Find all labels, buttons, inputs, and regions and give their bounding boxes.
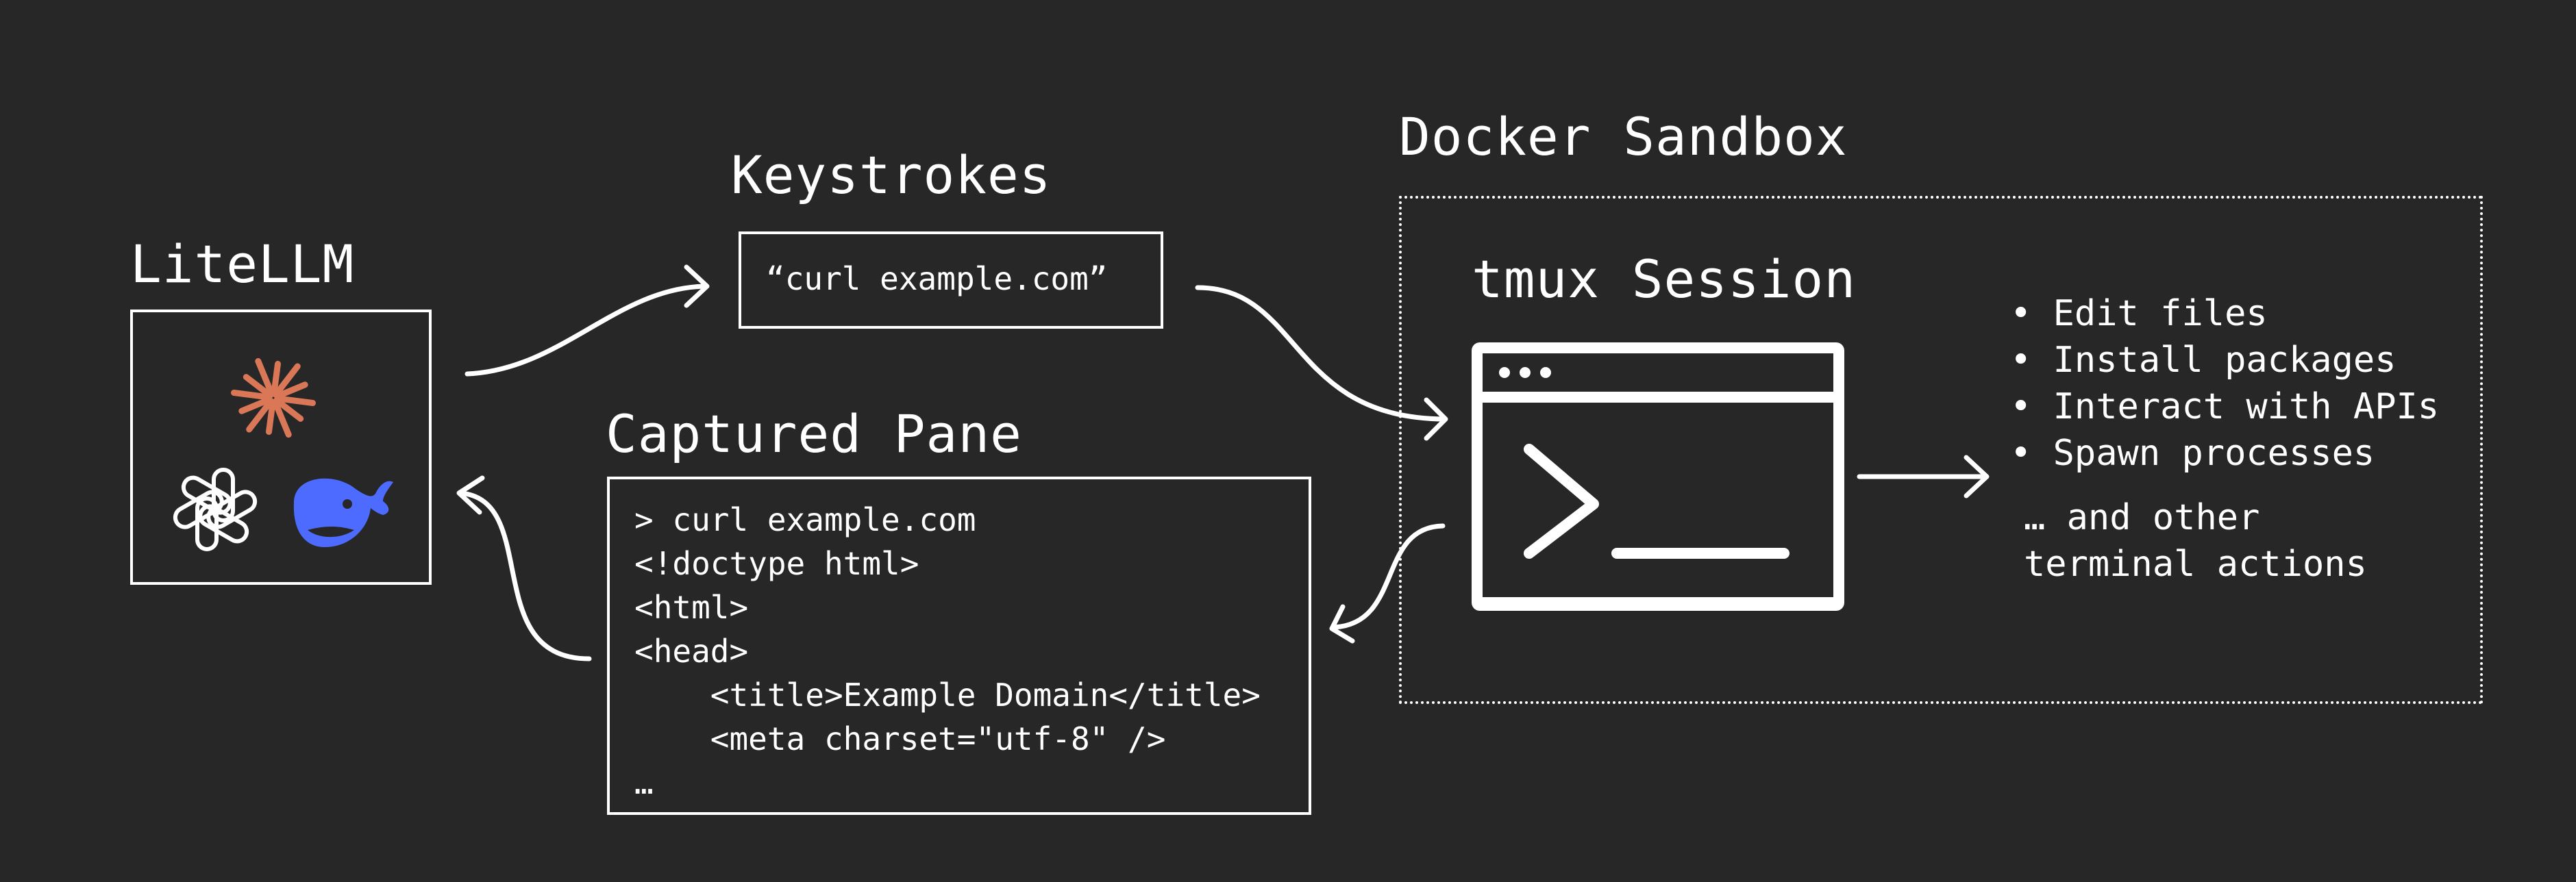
captured-pane-box: > curl example.com <!doctype html> <html… xyxy=(607,477,1311,815)
captured-pane-line: <!doctype html> xyxy=(634,545,919,582)
arrow-litellm-to-keystrokes-head xyxy=(684,264,710,308)
arrow-tmux-to-captured-pane-head xyxy=(1329,604,1355,644)
other-actions-line: … and other xyxy=(2024,497,2260,538)
litellm-heading: LiteLLM xyxy=(130,234,355,294)
captured-pane-line: <html> xyxy=(634,589,749,626)
captured-pane-line: > curl example.com xyxy=(634,501,976,538)
keystrokes-text: “curl example.com” xyxy=(766,260,1108,297)
captured-pane-line: <title>Example Domain</title> xyxy=(634,677,1261,714)
arrow-captured-pane-to-litellm-head xyxy=(456,475,485,515)
other-actions-line: terminal actions xyxy=(2024,544,2367,585)
captured-pane-line: <meta charset="utf-8" /> xyxy=(634,720,1166,757)
deepseek-whale-icon xyxy=(293,478,393,547)
action-item: • Spawn processes xyxy=(2010,433,2375,474)
arrow-captured-pane-to-litellm xyxy=(458,490,592,662)
action-item: • Edit files xyxy=(2010,293,2268,334)
captured-pane-line: … xyxy=(634,764,654,801)
openai-knot-icon xyxy=(173,468,258,551)
action-item: • Install packages xyxy=(2010,340,2397,381)
captured-pane-line: <head> xyxy=(634,633,749,670)
keystrokes-heading: Keystrokes xyxy=(731,144,1052,205)
anthropic-starburst-icon xyxy=(231,357,316,438)
docker-sandbox-boundary xyxy=(1399,196,2483,704)
captured-pane-heading: Captured Pane xyxy=(606,403,1022,464)
tmux-session-heading: tmux Session xyxy=(1472,249,1857,310)
litellm-box xyxy=(130,310,432,585)
action-item: • Interact with APIs xyxy=(2010,386,2440,427)
keystrokes-box: “curl example.com” xyxy=(739,231,1163,329)
terminal-window-icon xyxy=(1472,342,1844,611)
docker-sandbox-heading: Docker Sandbox xyxy=(1399,106,1848,167)
arrow-litellm-to-keystrokes xyxy=(465,284,708,377)
